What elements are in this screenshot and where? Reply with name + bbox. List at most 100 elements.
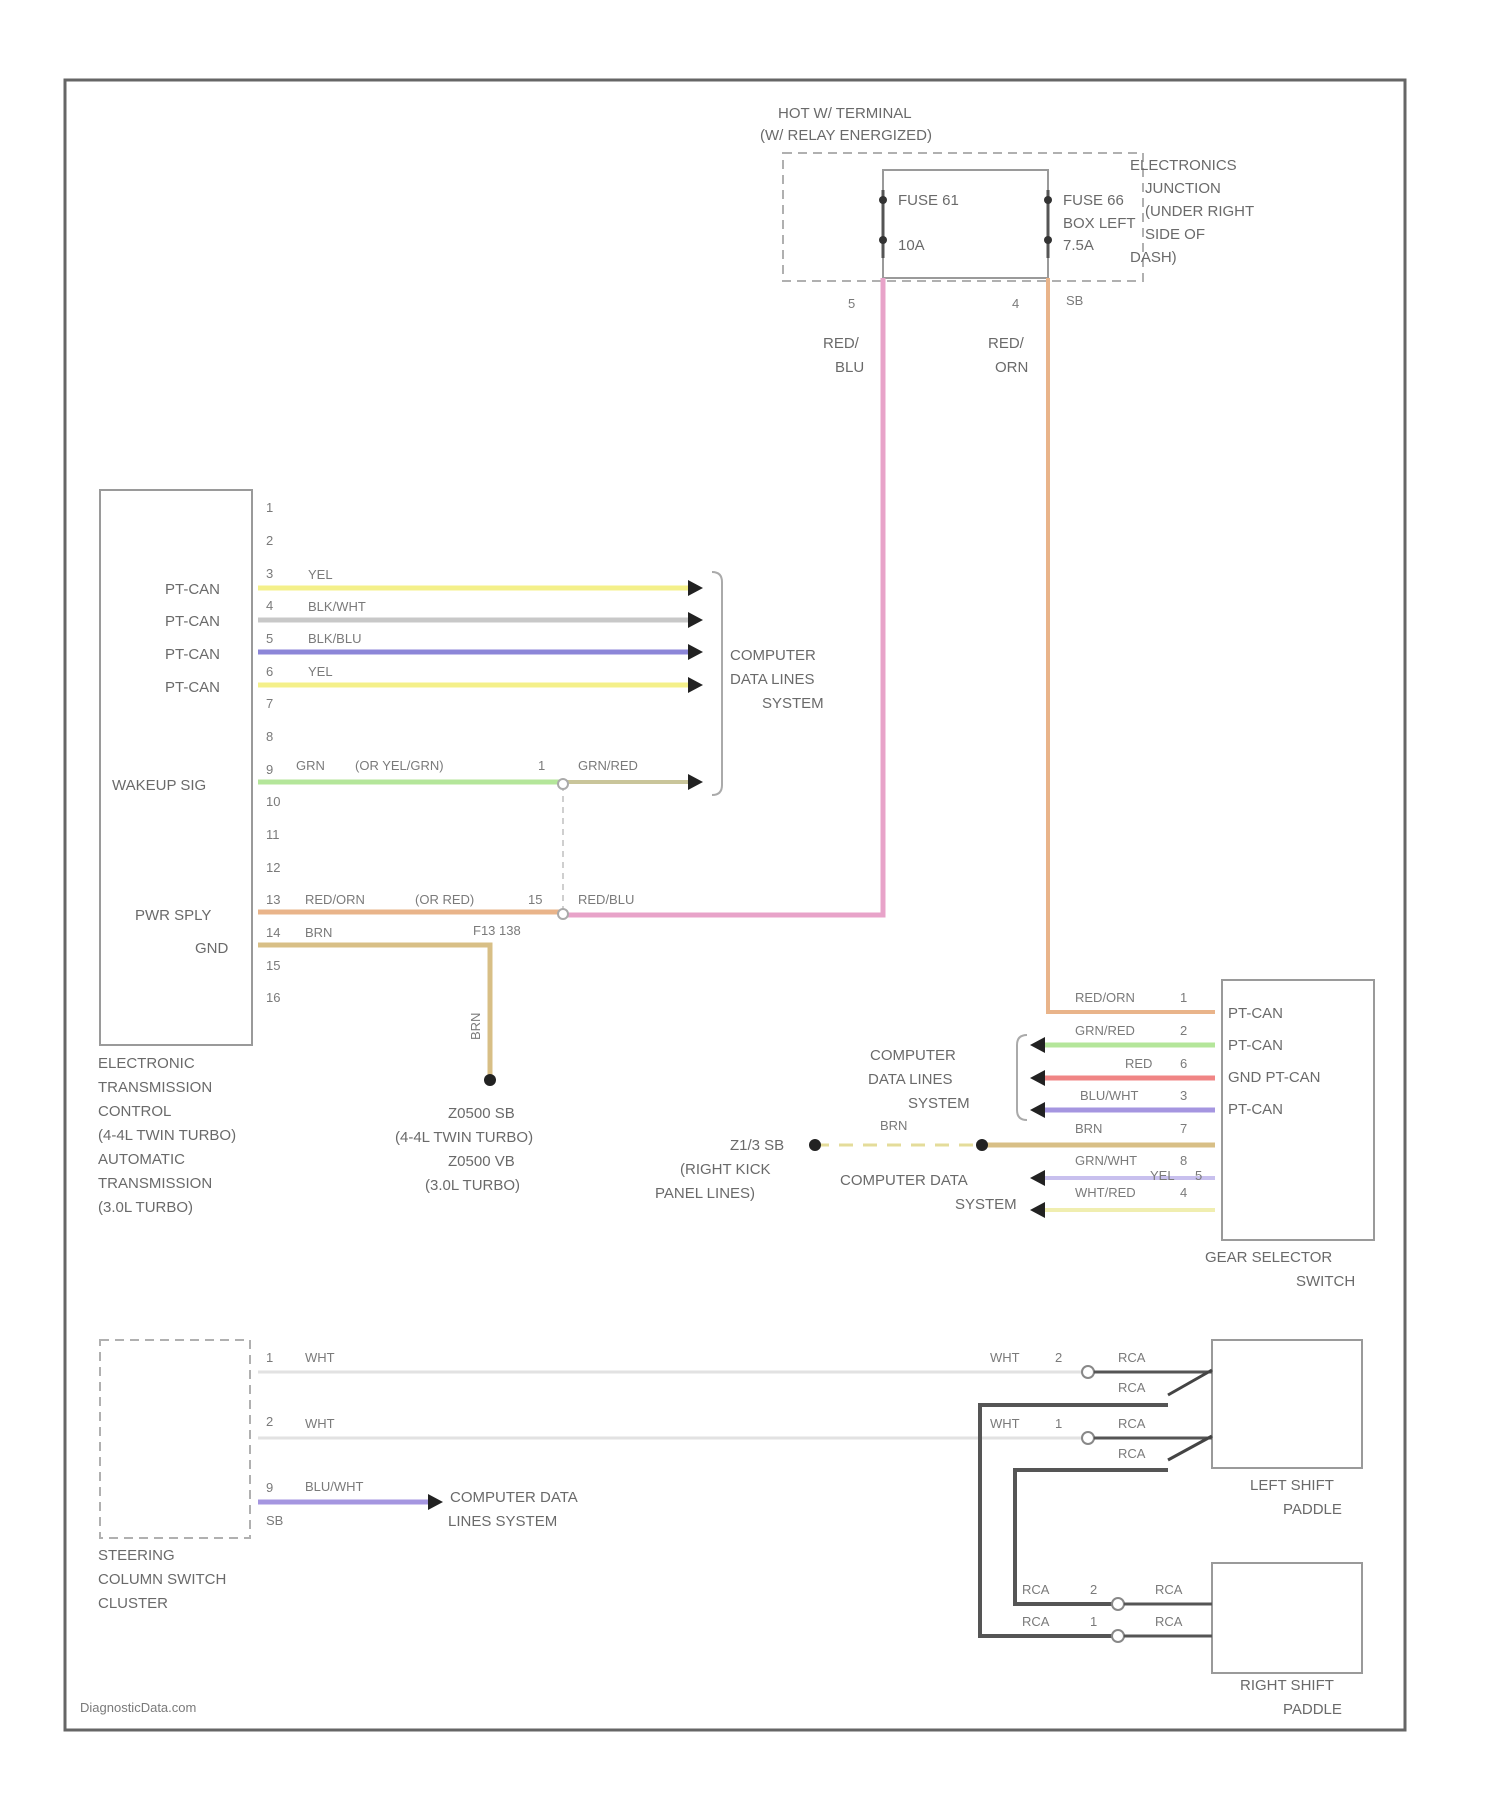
gs-pin-3: 3 bbox=[1180, 1088, 1187, 1103]
splice-point-top bbox=[558, 779, 568, 789]
tcm-name-2: TRANSMISSION bbox=[98, 1079, 212, 1096]
lp-switch-1 bbox=[1168, 1436, 1212, 1460]
hot-terminal-group: HOT W/ TERMINAL (W/ RELAY ENERGIZED) FUS… bbox=[760, 105, 1254, 376]
tcm-signal-ptcan-3: PT-CAN bbox=[165, 646, 220, 663]
splice-pin-15: 15 bbox=[528, 892, 542, 907]
tcm-pins: 1 2 3 4 5 6 7 8 9 10 11 12 13 14 15 16 bbox=[266, 500, 280, 1005]
ground-point-tcm bbox=[484, 1074, 496, 1086]
tcm-wires: YEL BLK/WHT BLK/BLU YEL GRN (OR YEL/GRN)… bbox=[258, 567, 824, 1194]
arrow-head bbox=[1030, 1070, 1045, 1086]
lp-rca-4: RCA bbox=[1118, 1446, 1146, 1461]
gs-pin-1: 1 bbox=[1180, 990, 1187, 1005]
fuse-66-boxleft: BOX LEFT bbox=[1063, 215, 1136, 232]
wire-label-or-red: (OR RED) bbox=[415, 892, 474, 907]
arrow-head bbox=[688, 644, 703, 660]
arrow-head bbox=[688, 580, 703, 596]
tcm-pin-2: 2 bbox=[266, 533, 273, 548]
steering-box bbox=[100, 1340, 250, 1538]
tcm-pin-4: 4 bbox=[266, 598, 273, 613]
junction-label-2: JUNCTION bbox=[1145, 180, 1221, 197]
tcm-pin-8: 8 bbox=[266, 729, 273, 744]
fuse-66-label: FUSE 66 bbox=[1063, 192, 1124, 209]
tcm-pin-15: 15 bbox=[266, 958, 280, 973]
gs-splice-point bbox=[976, 1139, 988, 1151]
gs-pin-5: 5 bbox=[1195, 1168, 1202, 1183]
arrow-head bbox=[1030, 1202, 1045, 1218]
gs-wire-yel-label: YEL bbox=[1150, 1168, 1175, 1183]
wire-label-yel-2: YEL bbox=[308, 664, 333, 679]
tcm-name-7: (3.0L TURBO) bbox=[98, 1199, 193, 1216]
tcm-pin-6: 6 bbox=[266, 664, 273, 679]
tcm-pin-13: 13 bbox=[266, 892, 280, 907]
gs-cds-bracket bbox=[1017, 1035, 1027, 1120]
lp-wire-wht-1: WHT bbox=[990, 1416, 1020, 1431]
ground-label-4: (3.0L TURBO) bbox=[425, 1177, 520, 1194]
fuse-61-label: FUSE 61 bbox=[898, 192, 959, 209]
steering-group: 1 2 9 SB WHT WHT BLU/WHT COMPUTER DATA L… bbox=[98, 1340, 1085, 1612]
wire-red-blu-2: BLU bbox=[835, 359, 864, 376]
wire-label-red-blu: RED/BLU bbox=[578, 892, 634, 907]
rp-rca-right-1: RCA bbox=[1155, 1582, 1183, 1597]
gs-cds-1: COMPUTER bbox=[870, 1047, 956, 1064]
ground-wire-label: BRN bbox=[468, 1013, 483, 1040]
gs-pin-4: 4 bbox=[1180, 1185, 1187, 1200]
tcm-module: 1 2 3 4 5 6 7 8 9 10 11 12 13 14 15 16 P… bbox=[98, 490, 280, 1216]
pin-sb-label: SB bbox=[1066, 293, 1083, 308]
right-paddle-1: RIGHT SHIFT bbox=[1240, 1677, 1334, 1694]
tcm-pin-12: 12 bbox=[266, 860, 280, 875]
pin-4-label: 4 bbox=[1012, 296, 1019, 311]
wire-label-red-orn: RED/ORN bbox=[305, 892, 365, 907]
tcm-name-4: (4-4L TWIN TURBO) bbox=[98, 1127, 236, 1144]
st-pin-2: 2 bbox=[266, 1414, 273, 1429]
tcm-signal-ptcan-2: PT-CAN bbox=[165, 613, 220, 630]
arrow-head bbox=[1030, 1170, 1045, 1186]
gs-ground-3: PANEL LINES) bbox=[655, 1185, 755, 1202]
gs-signal-4: PT-CAN bbox=[1228, 1101, 1283, 1118]
junction-label-3: (UNDER RIGHT bbox=[1145, 203, 1254, 220]
left-paddle-1: LEFT SHIFT bbox=[1250, 1477, 1334, 1494]
gs-wire-grn-red-label: GRN/RED bbox=[1075, 1023, 1135, 1038]
wire-label-yel-1: YEL bbox=[308, 567, 333, 582]
rp-pin-2: 2 bbox=[1090, 1582, 1097, 1597]
splice-pin-1: 1 bbox=[538, 758, 545, 773]
lp-pin-1: 1 bbox=[1055, 1416, 1062, 1431]
gs-pin-2: 2 bbox=[1180, 1023, 1187, 1038]
st-wire-wht-label-2: WHT bbox=[305, 1416, 335, 1431]
lp-rca-1: RCA bbox=[1118, 1350, 1146, 1365]
gs-cds2-1: COMPUTER DATA bbox=[840, 1172, 968, 1189]
gs-signal-3: GND PT-CAN bbox=[1228, 1069, 1321, 1086]
st-name-1: STEERING bbox=[98, 1547, 175, 1564]
gs-wire-brn-label: BRN bbox=[1075, 1121, 1102, 1136]
fuse-block bbox=[883, 170, 1048, 278]
wire-red-blu-1: RED/ bbox=[823, 335, 860, 352]
rp-pin-1: 1 bbox=[1090, 1614, 1097, 1629]
ground-label-3: Z0500 VB bbox=[448, 1153, 515, 1170]
splice-point-bottom bbox=[558, 909, 568, 919]
fuse-61-rating: 10A bbox=[898, 237, 925, 254]
gs-name-2: SWITCH bbox=[1296, 1273, 1355, 1290]
rp-rca-left-1: RCA bbox=[1022, 1582, 1050, 1597]
tcm-name-5: AUTOMATIC bbox=[98, 1151, 185, 1168]
cds-label-1: COMPUTER bbox=[730, 647, 816, 664]
tcm-box bbox=[100, 490, 252, 1045]
gs-cds-2: DATA LINES bbox=[868, 1071, 952, 1088]
tcm-pin-16: 16 bbox=[266, 990, 280, 1005]
gs-ground-wire: BRN bbox=[880, 1118, 907, 1133]
lp-wire-wht-2: WHT bbox=[990, 1350, 1020, 1365]
wire-label-blk-wht: BLK/WHT bbox=[308, 599, 366, 614]
tcm-signal-ptcan-1: PT-CAN bbox=[165, 581, 220, 598]
lp-rca-3: RCA bbox=[1118, 1416, 1146, 1431]
tcm-signal-ptcan-4: PT-CAN bbox=[165, 679, 220, 696]
fuse-66: FUSE 66 BOX LEFT 7.5A bbox=[1044, 190, 1136, 258]
arrow-head bbox=[428, 1494, 443, 1510]
wire-red-orn-trunk bbox=[1048, 278, 1215, 1012]
st-wire-wht-label-1: WHT bbox=[305, 1350, 335, 1365]
paddles-group: LEFT SHIFT PADDLE RIGHT SHIFT PADDLE WHT… bbox=[980, 1340, 1362, 1718]
gs-pin-6: 6 bbox=[1180, 1056, 1187, 1071]
tcm-pin-7: 7 bbox=[266, 696, 273, 711]
st-cds-2: LINES SYSTEM bbox=[448, 1513, 557, 1530]
ground-label-2: (4-4L TWIN TURBO) bbox=[395, 1129, 533, 1146]
lp-switch-2 bbox=[1168, 1370, 1212, 1395]
gs-signal-2: PT-CAN bbox=[1228, 1037, 1283, 1054]
st-pin-1: 1 bbox=[266, 1350, 273, 1365]
